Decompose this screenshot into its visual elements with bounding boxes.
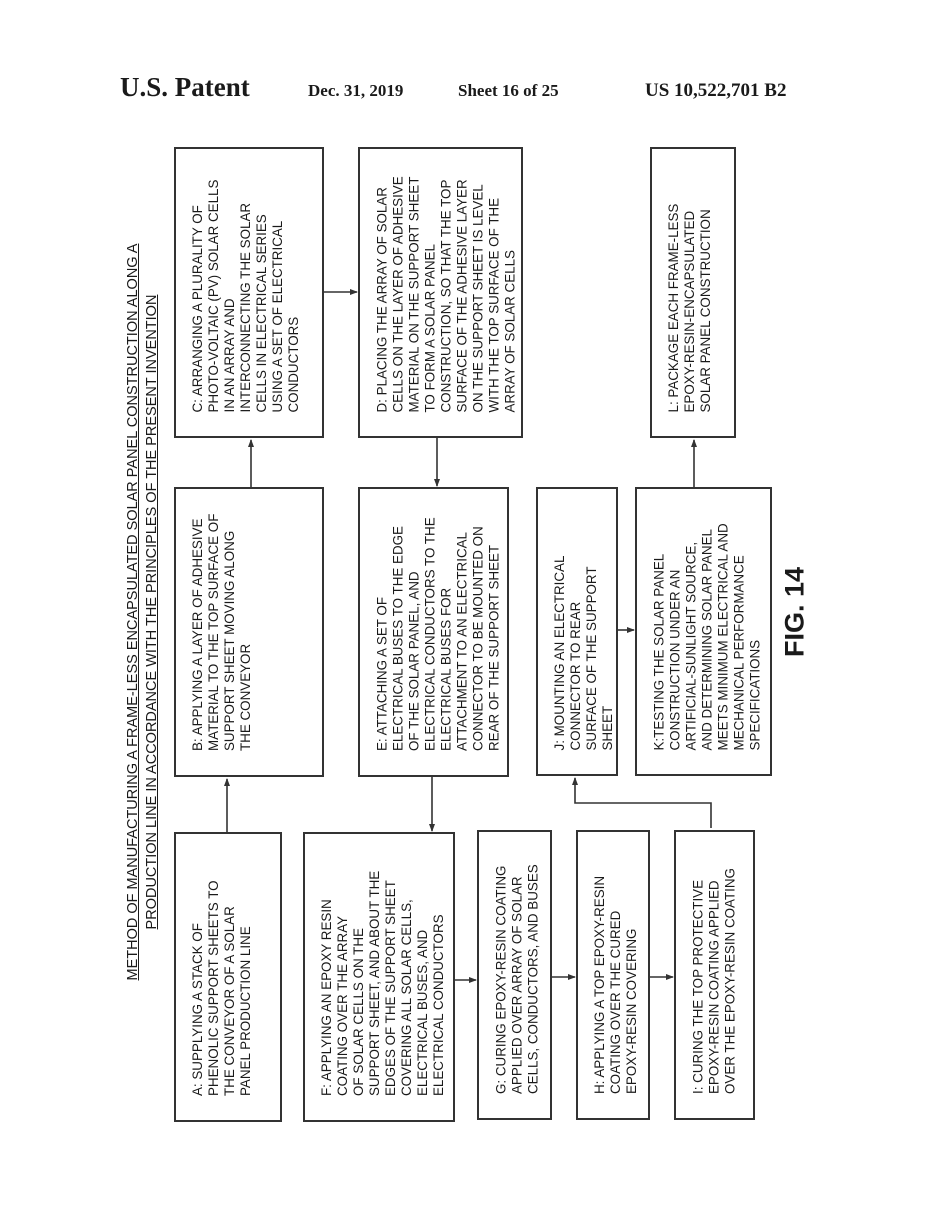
step-text-line: EPOXY-RESIN COVERING: [624, 928, 639, 1094]
step-text-line: EPOXY-RESIN-ENCAPSULATED: [682, 210, 697, 412]
step-text-line: OF THE SOLAR PANEL, AND: [406, 571, 421, 751]
step-text-line: OVER THE EPOXY-RESIN COATING: [722, 868, 737, 1094]
step-text-line: MATERIAL TO THE TOP SURFACE OF: [206, 513, 221, 751]
step-text-line: PHENOLIC SUPPORT SHEETS TO: [206, 880, 221, 1096]
step-text-line: CONNECTOR TO BE MOUNTED ON: [470, 526, 485, 751]
step-text-line: PHOTO-VOLTAIC (PV) SOLAR CELLS: [206, 179, 221, 412]
step-text-line: D: PLACING THE ARRAY OF SOLAR: [374, 186, 389, 412]
patent-number: US 10,522,701 B2: [645, 80, 787, 101]
step-text-line: WITH THE TOP SURFACE OF THE: [486, 197, 501, 412]
step-text-line: ELECTRICAL BUSES FOR: [438, 587, 453, 751]
step-text-line: F: APPLYING AN EPOXY RESIN: [319, 899, 334, 1096]
step-text-line: J: MOUNTING AN ELECTRICAL: [552, 555, 567, 750]
step-text-line: CELLS IN ELECTRICAL SERIES: [254, 213, 269, 412]
step-text-line: AND DETERMINING SOLAR PANEL: [699, 528, 714, 750]
step-text-line: ELECTRICAL BUSES TO THE EDGE: [390, 526, 405, 751]
step-text-line: SUPPORT SHEET, AND ABOUT THE: [367, 870, 382, 1096]
step-text-line: SURFACE OF THE SUPPORT: [584, 565, 599, 750]
step-text-line: CONSTRUCTION, SO THAT THE TOP: [438, 179, 453, 412]
step-text-line: ARRAY OF SOLAR CELLS: [502, 249, 517, 412]
step-text-line: ELECTRICAL CONDUCTORS TO THE: [422, 517, 437, 751]
step-text-line: USING A SET OF ELECTRICAL: [270, 220, 285, 412]
step-text-line: ARTIFICIAL-SUNLIGHT SOURCE,: [683, 541, 698, 750]
step-text-line: CELLS ON THE LAYER OF ADHESIVE: [390, 175, 405, 412]
step-text-line: APPLIED OVER ARRAY OF SOLAR: [509, 876, 524, 1094]
step-text-line: B: APPLYING A LAYER OF ADHESIVE: [190, 518, 205, 751]
step-text-line: E: ATTACHING A SET OF: [374, 596, 389, 751]
step-text-line: MATERIAL ON THE SUPPORT SHEET: [406, 176, 421, 412]
step-text-line: TO FORM A SOLAR PANEL: [422, 243, 437, 412]
step-text-line: ELECTRICAL BUSES, AND: [415, 929, 430, 1096]
publication-label: U.S. Patent: [120, 72, 250, 102]
step-text-line: ATTACHMENT TO AN ELECTRICAL: [454, 531, 469, 751]
step-text-line: COVERING ALL SOLAR CELLS,: [399, 899, 414, 1096]
step-text-line: CONNECTOR TO REAR: [568, 601, 583, 750]
step-text-line: H: APPLYING A TOP EPOXY-RESIN: [592, 875, 607, 1094]
step-text-line: INTERCONNECTING THE SOLAR: [238, 202, 253, 412]
publication-date: Dec. 31, 2019: [308, 81, 404, 100]
step-text-line: SHEET: [600, 705, 615, 750]
step-text-line: MEETS MINIMUM ELECTRICAL AND: [715, 522, 730, 750]
step-text-line: REAR OF THE SUPPORT SHEET: [486, 544, 501, 751]
step-text-line: EDGES OF THE SUPPORT SHEET: [383, 880, 398, 1096]
step-text-line: IN AN ARRAY AND: [222, 297, 237, 412]
step-text-line: OF SOLAR CELLS ON THE: [351, 928, 366, 1096]
step-text-line: A: SUPPLYING A STACK OF: [190, 923, 205, 1096]
step-text-line: MECHANICAL PERFORMANCE: [731, 554, 746, 750]
step-text-line: L: PACKAGE EACH FRAME-LESS: [666, 203, 681, 412]
step-text-line: THE CONVEYOR OF A SOLAR: [222, 906, 237, 1096]
step-text-line: COATING OVER THE CURED: [608, 910, 623, 1094]
step-text-line: G: CURING EPOXY-RESIN COATING: [493, 865, 508, 1094]
arrow-i-to-j: [572, 777, 712, 828]
step-text-line: EPOXY-RESIN COATING APPLIED: [706, 880, 721, 1094]
figure-label: FIG. 14: [779, 566, 810, 658]
step-text-line: I: CURING THE TOP PROTECTIVE: [690, 879, 705, 1094]
step-text-line: SPECIFICATIONS: [747, 639, 762, 750]
step-text-line: K:TESTING THE SOLAR PANEL: [651, 553, 666, 750]
step-text-line: ON THE SUPPORT SHEET IS LEVEL: [470, 183, 485, 412]
step-text-line: SOLAR PANEL CONSTRUCTION: [698, 208, 713, 412]
step-text-line: SUPPORT SHEET MOVING ALONG: [222, 530, 237, 751]
step-text-line: C: ARRANGING A PLURALITY OF: [190, 204, 205, 412]
step-text-line: SURFACE OF THE ADHESIVE LAYER: [454, 178, 469, 412]
step-text-line: ELECTRICAL CONDUCTORS: [431, 914, 446, 1096]
step-text-line: CELLS, CONDUCTORS, AND BUSES: [525, 864, 540, 1094]
step-text-line: COATING OVER THE ARRAY: [335, 915, 350, 1096]
step-text-line: THE CONVEYOR: [238, 643, 253, 751]
sheet-number: Sheet 16 of 25: [458, 81, 559, 100]
step-text-line: CONDUCTORS: [286, 316, 301, 412]
step-text-line: CONSTRUCTION UNDER AN: [667, 569, 682, 750]
step-text-line: PANEL PRODUCTION LINE: [238, 926, 253, 1096]
